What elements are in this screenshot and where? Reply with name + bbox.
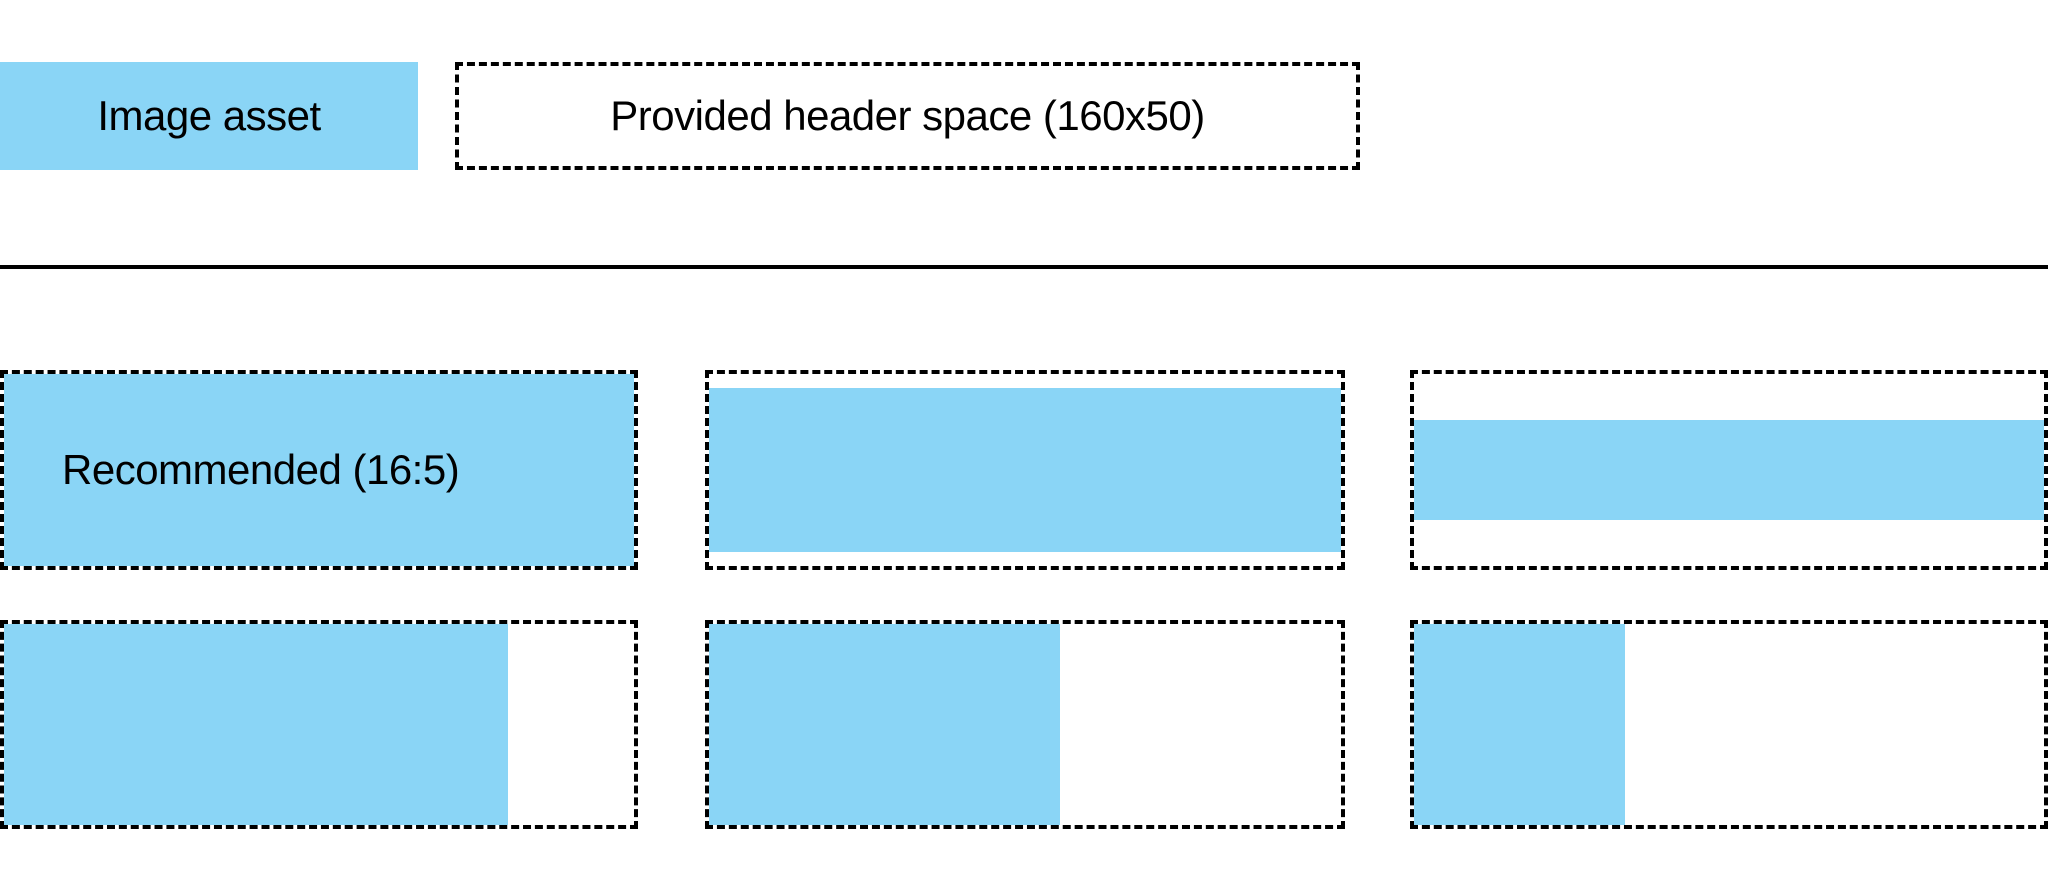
image-asset-label: Image asset [97, 92, 321, 139]
provided-header-space-box: Provided header space (160x50) [455, 62, 1360, 170]
cell-width-33 [1410, 620, 2048, 829]
cell-width-55 [705, 620, 1345, 829]
cell-much-shorter [1410, 370, 2048, 570]
cell-width-80 [0, 620, 638, 829]
cell-recommended-16-5: Recommended (16:5) [0, 370, 638, 570]
image-fill-inset-small [709, 388, 1341, 552]
aspect-variants-row: Recommended (16:5) [0, 370, 2048, 570]
width-variants-row [0, 620, 2048, 829]
header-band: Image asset Provided header space (160x5… [0, 0, 2048, 269]
image-asset-swatch: Image asset [0, 62, 418, 170]
image-fill-inset-large [1414, 420, 2044, 520]
image-fill-width-33 [1414, 624, 1626, 825]
ratio-grid: Recommended (16:5) [0, 268, 2048, 896]
provided-header-space-label: Provided header space (160x50) [610, 92, 1205, 139]
image-fill-width-80 [4, 624, 508, 825]
image-fill-full [4, 374, 634, 566]
recommended-ratio-label: Recommended (16:5) [62, 446, 460, 493]
cell-slightly-shorter [705, 370, 1345, 570]
image-fill-width-55 [709, 624, 1060, 825]
horizontal-divider [0, 265, 2048, 269]
